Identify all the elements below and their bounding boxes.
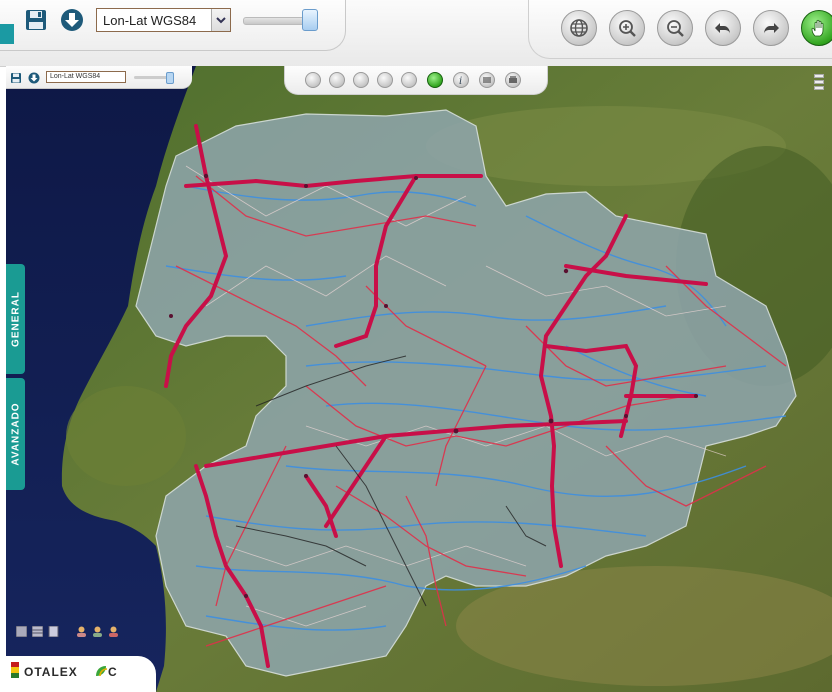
top-toolbar-left-panel: Lon-Lat WGS84 [0, 0, 346, 51]
accent-strip [0, 24, 14, 44]
terrain-patch [426, 106, 786, 186]
inner-toolbar-left-panel: Lon-Lat WGS84 [6, 66, 192, 89]
globe-icon [570, 19, 588, 37]
zoom-in-icon [619, 20, 636, 37]
inner-download-icon[interactable] [28, 71, 40, 84]
inner-undo-icon[interactable] [377, 72, 393, 88]
otalex-logo: OTALEX C [6, 656, 156, 692]
flag-icon [11, 662, 19, 678]
terrain-patch [456, 566, 832, 686]
inner-toolbar-right-panel: i [284, 66, 548, 95]
map-application: Lon-Lat WGS84 i GENERAL AVANZADO [6, 66, 832, 692]
terrain-patch [66, 386, 186, 486]
user-icon[interactable] [76, 624, 87, 637]
inner-zoom-out-icon[interactable] [353, 72, 369, 88]
inner-zoom-in-icon[interactable] [329, 72, 345, 88]
motorways-layer [164, 124, 708, 668]
inner-zoom-slider-handle[interactable] [166, 72, 174, 84]
zoom-out-icon [667, 20, 684, 37]
undo-button[interactable] [705, 10, 741, 46]
globe-button[interactable] [561, 10, 597, 46]
layers-icon[interactable] [479, 72, 495, 88]
info-icon[interactable]: i [453, 72, 469, 88]
zoom-slider-handle[interactable] [302, 9, 318, 31]
projection-select-value: Lon-Lat WGS84 [103, 13, 197, 28]
chevron-down-icon[interactable] [211, 9, 230, 31]
inner-pan-hand-icon[interactable] [427, 72, 443, 88]
bottom-toolbar [15, 624, 136, 638]
zoom-in-button[interactable] [609, 10, 645, 46]
cities-layer [169, 173, 698, 598]
map-view-icon[interactable] [15, 624, 28, 638]
download-icon[interactable] [60, 8, 84, 32]
inner-projection-select[interactable]: Lon-Lat WGS84 [46, 71, 126, 83]
user-icon[interactable] [92, 624, 103, 637]
leaf-icon [94, 664, 108, 678]
menu-icon[interactable] [814, 74, 824, 96]
redo-button[interactable] [753, 10, 789, 46]
document-icon[interactable] [48, 624, 59, 638]
tab-general-label: GENERAL [10, 291, 21, 347]
atlantic-ocean [6, 66, 196, 692]
print-icon[interactable] [505, 72, 521, 88]
top-toolbar: Lon-Lat WGS84 [0, 0, 832, 67]
roads-layer [175, 175, 787, 647]
redo-icon [764, 23, 779, 34]
save-icon[interactable] [24, 8, 48, 32]
user-icon[interactable] [108, 624, 119, 637]
tab-avanzado[interactable]: AVANZADO [6, 378, 25, 490]
tab-avanzado-label: AVANZADO [10, 402, 21, 466]
projection-select[interactable]: Lon-Lat WGS84 [96, 8, 231, 32]
inner-projection-select-value: Lon-Lat WGS84 [50, 73, 101, 80]
svg-text:i: i [459, 76, 462, 87]
logo-text: OTALEX [24, 665, 78, 679]
inner-zoom-slider-track[interactable] [134, 76, 172, 79]
tab-general[interactable]: GENERAL [6, 264, 25, 374]
pan-button[interactable] [801, 10, 832, 46]
table-view-icon[interactable] [31, 624, 44, 638]
undo-icon [715, 23, 730, 34]
map-canvas[interactable] [6, 66, 832, 692]
zoom-out-button[interactable] [657, 10, 693, 46]
pan-hand-icon [811, 19, 824, 37]
top-toolbar-right-panel [528, 0, 832, 59]
inner-globe-icon[interactable] [305, 72, 321, 88]
inner-save-icon[interactable] [10, 71, 22, 83]
railways-layer [235, 355, 547, 607]
logo-suffix: C [108, 665, 117, 679]
inner-redo-icon[interactable] [401, 72, 417, 88]
